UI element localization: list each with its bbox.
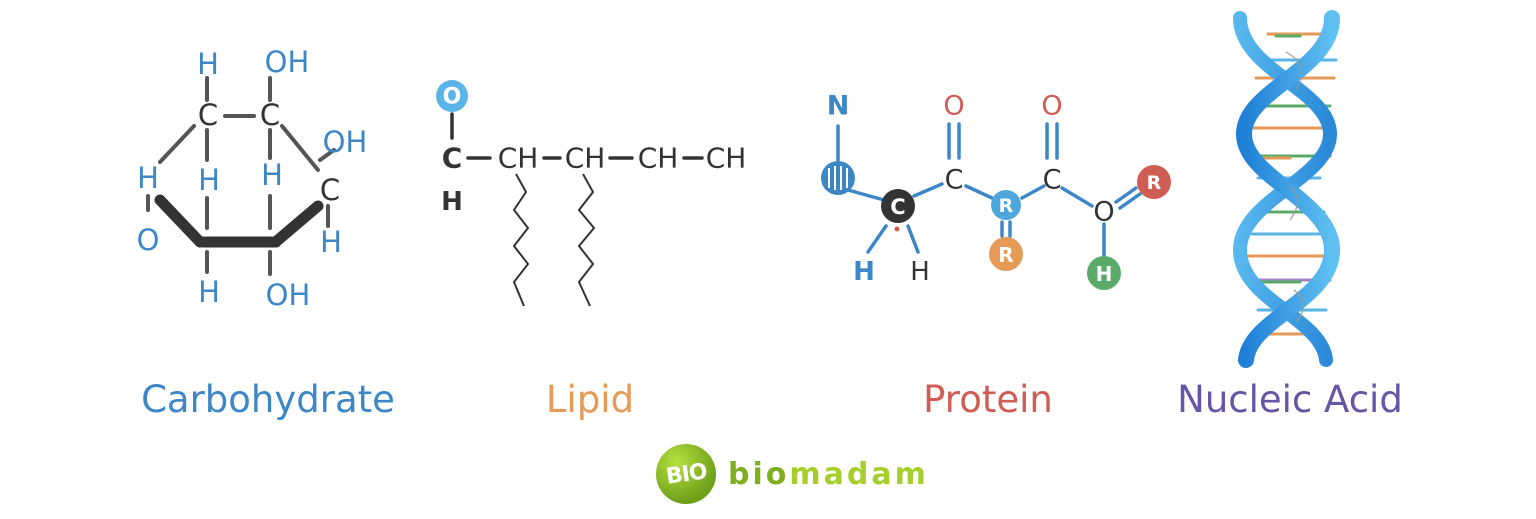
carb-atom-c: C (260, 98, 280, 132)
r-group-atom (989, 237, 1023, 271)
bond (1060, 186, 1094, 208)
lipid-structure: O C H CH CH CH CH (436, 80, 747, 307)
bond (158, 124, 196, 164)
brand-logo: BIO biomadam (656, 444, 929, 504)
carb-atom-oh: OH (323, 125, 368, 159)
bond (906, 224, 920, 254)
carb-atom-h: H (198, 163, 220, 197)
label-lipid: Lipid (545, 378, 635, 421)
bond (912, 182, 944, 198)
helix-strand-accent (1293, 289, 1304, 323)
lipid-chain-ch: CH (498, 142, 539, 175)
helix-strand-accent (1285, 51, 1303, 91)
lipid-chain-ch: CH (565, 142, 606, 175)
carbohydrate-structure: H OH C C OH H C H H O H H OH (137, 45, 368, 312)
r-group-atom (991, 190, 1021, 220)
protein-atom-o: O (1093, 197, 1114, 228)
bond (280, 124, 320, 172)
carb-atom-h: H (198, 275, 220, 309)
lipid-atom-h: H (441, 187, 463, 217)
protein-atom-r: R (999, 195, 1014, 217)
carb-atom-oh: OH (266, 278, 311, 312)
r-group-atom (1137, 165, 1171, 199)
label-nucleic-acid: Nucleic Acid (1177, 378, 1403, 421)
carb-atom-h: H (320, 225, 342, 259)
double-bond (1118, 192, 1142, 210)
carb-atom-h: H (197, 47, 219, 81)
bio-badge-icon: BIO (656, 444, 716, 504)
bio-badge-text: BIO (664, 458, 708, 490)
label-protein: Protein (923, 378, 1053, 421)
nitrogen-atom (821, 161, 855, 195)
lipid-chain-ch: CH (706, 142, 747, 175)
brand-wordmark: biomadam (728, 457, 929, 492)
protein-atom-r: R (1147, 172, 1162, 194)
hydrogen-atom (1087, 256, 1121, 290)
carb-atom-oh: OH (265, 45, 310, 79)
protein-atom-h: H (853, 257, 875, 287)
bond (846, 188, 886, 202)
carb-atom-h: H (261, 158, 283, 192)
protein-atom-h: H (1096, 262, 1113, 286)
bold-bond (154, 194, 206, 248)
protein-atom-h: H (910, 257, 930, 287)
protein-structure: N C C R C O O R O R H H H (821, 91, 1171, 290)
dot (894, 226, 900, 232)
lipid-atom-c: C (442, 142, 463, 175)
carb-atom-c: C (198, 98, 218, 132)
protein-atom-c: C (945, 165, 964, 196)
carb-atom-o: O (137, 223, 160, 257)
oxygen-atom (436, 80, 468, 112)
dna-double-helix (1232, 10, 1341, 368)
protein-atom-n: N (827, 91, 850, 122)
protein-atom-r: R (998, 243, 1013, 267)
bond (318, 148, 336, 162)
bond (1020, 184, 1046, 200)
protein-atom-c: C (1043, 165, 1062, 196)
double-bond (1114, 186, 1138, 204)
lipid-atom-o: O (443, 85, 462, 110)
helix-strand (1235, 10, 1341, 368)
fatty-acid-tail (577, 173, 596, 307)
bold-bond (272, 200, 324, 246)
carb-atom-c: C (320, 173, 340, 207)
carb-atom-h: H (137, 161, 159, 195)
brand-part-2: madam (789, 456, 929, 492)
label-carbohydrate: Carbohydrate (141, 378, 395, 421)
alpha-carbon-atom (881, 189, 915, 223)
protein-atom-o: O (1041, 91, 1062, 122)
fatty-acid-tail (512, 173, 530, 307)
bond (866, 224, 888, 254)
bond (964, 184, 994, 200)
helix-strand-accent (1289, 185, 1299, 221)
lipid-chain-ch: CH (638, 142, 679, 175)
protein-atom-o: O (943, 91, 964, 122)
brand-part-1: bio (728, 456, 790, 492)
protein-atom-c: C (890, 195, 905, 219)
